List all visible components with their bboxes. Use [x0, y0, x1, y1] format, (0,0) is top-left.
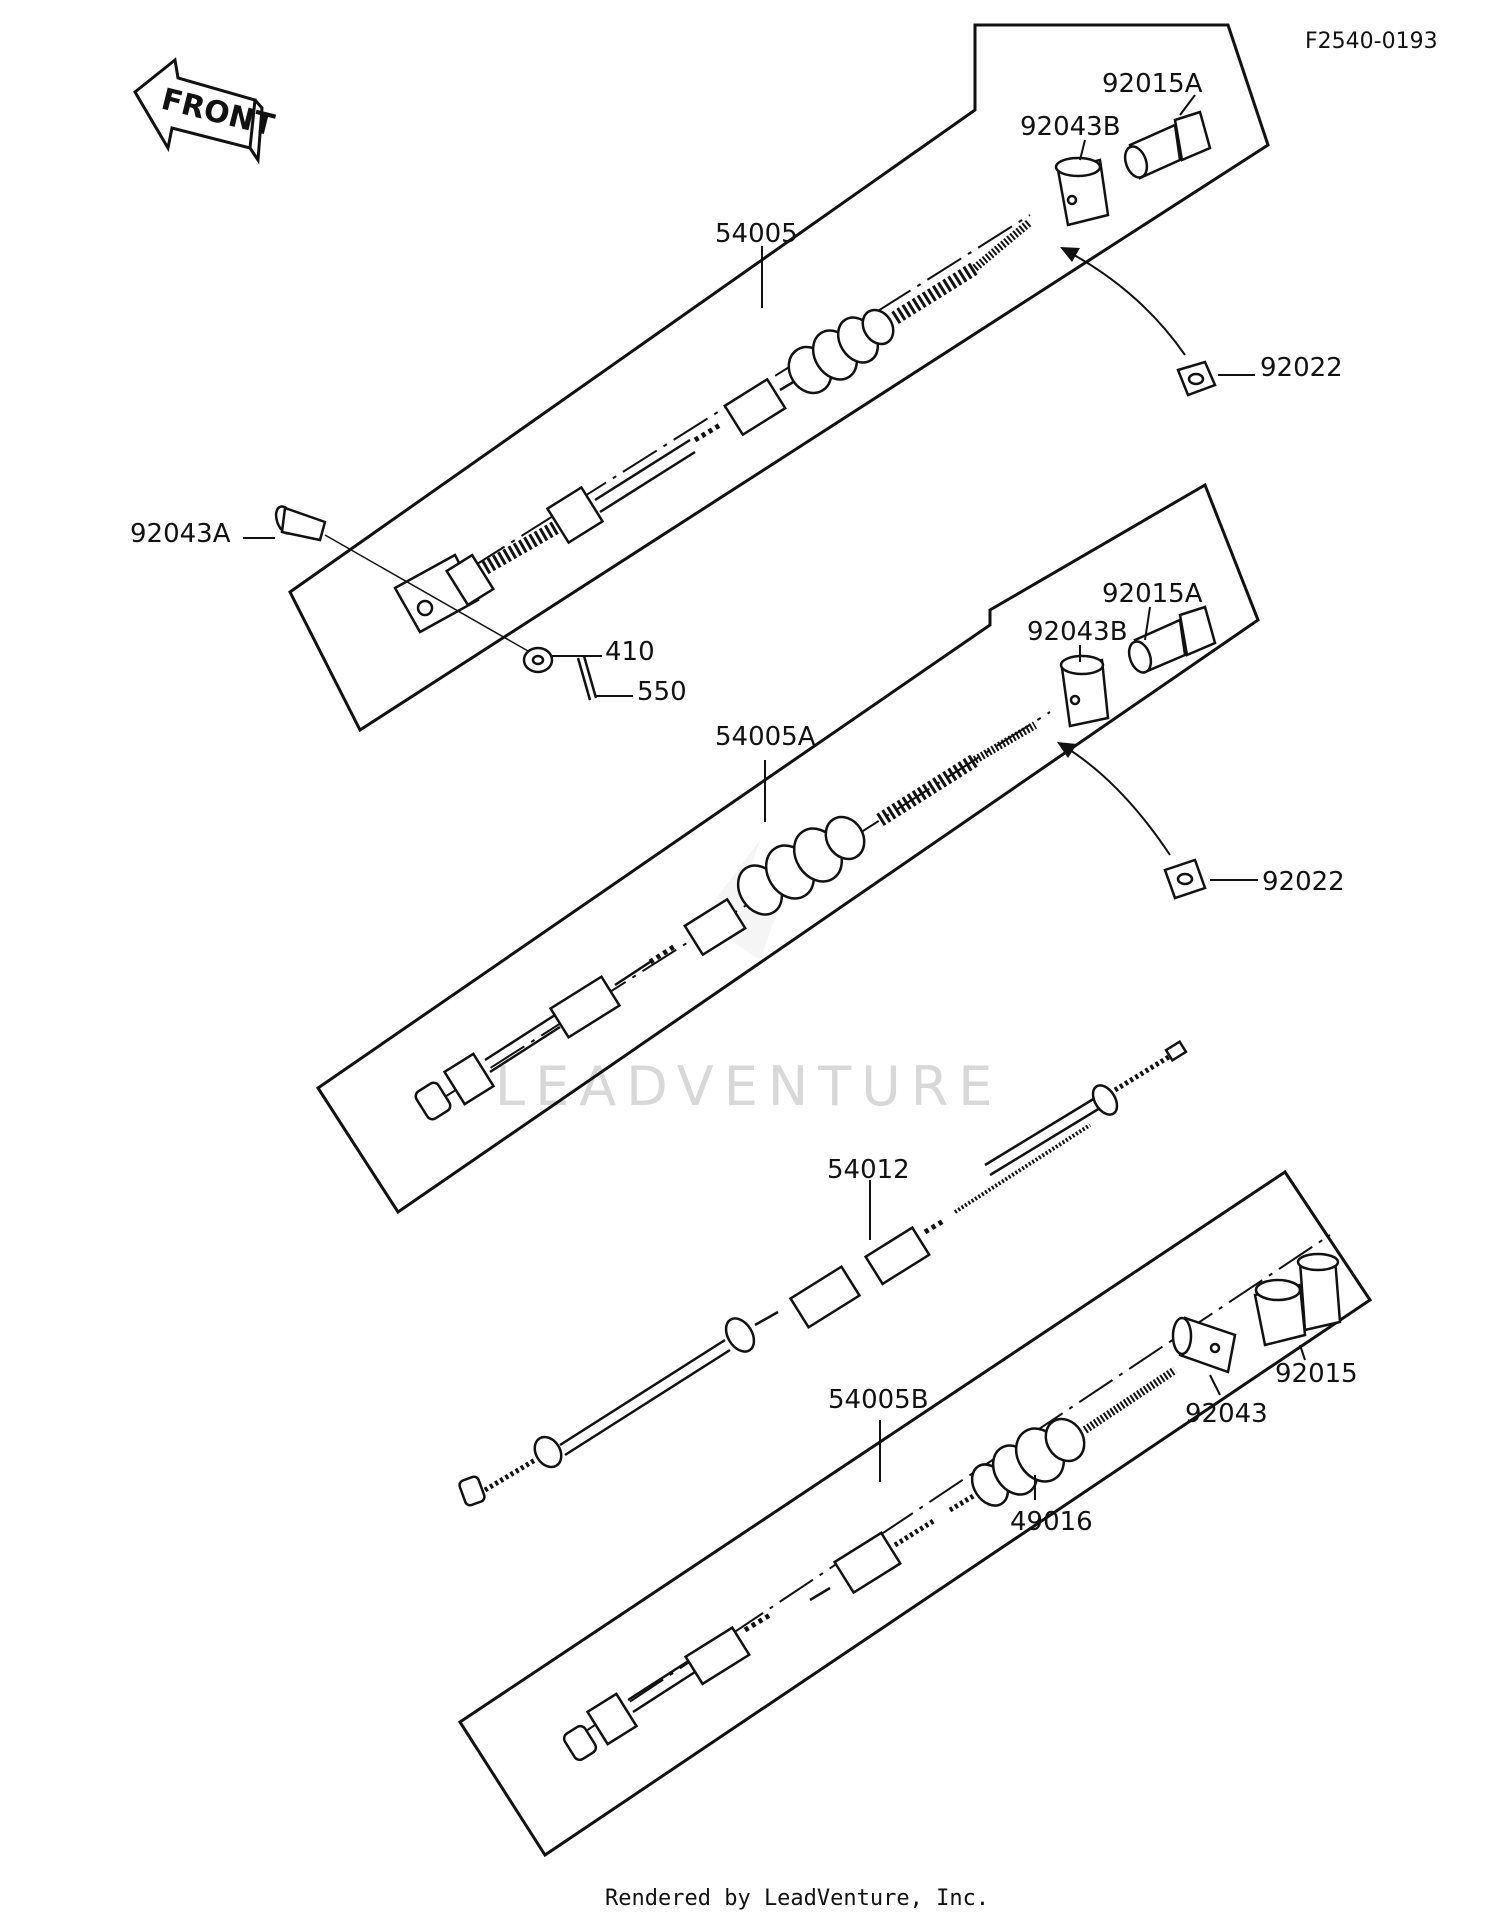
cotter-pin-550 — [576, 655, 598, 701]
callout-92043: 92043 — [1185, 1399, 1268, 1429]
nut-92043b-mid — [1059, 654, 1110, 728]
pin-92043a — [274, 505, 327, 542]
callout-92015a-mid: 92015A — [1102, 579, 1203, 609]
panel-54005 — [288, 23, 1270, 733]
callout-92043b-top: 92043B — [1020, 112, 1121, 142]
callout-410: 410 — [605, 637, 655, 667]
bolt-92015a-top — [1123, 110, 1212, 180]
callout-92043a: 92043A — [130, 519, 231, 549]
callout-92015a-top: 92015A — [1102, 69, 1203, 99]
callout-54005a: 54005A — [715, 722, 816, 752]
callout-92022-mid: 92022 — [1262, 867, 1345, 897]
boot-54005 — [787, 308, 895, 395]
watermark-text: LEADVENTURE — [495, 1055, 1002, 1118]
nut-92043 — [1171, 1316, 1237, 1374]
callout-54005: 54005 — [715, 219, 798, 249]
cable-54012 — [458, 1039, 1188, 1507]
footer-credit: Rendered by LeadVenture, Inc. — [605, 1886, 989, 1911]
cable-54005a — [414, 721, 1038, 1121]
adjuster-92015 — [1253, 1252, 1342, 1347]
cable-54005 — [393, 218, 1033, 634]
figure-code: F2540-0193 — [1305, 29, 1438, 54]
nut-92043b-top — [1054, 156, 1110, 227]
callout-92043b-mid: 92043B — [1027, 617, 1128, 647]
cable-54005b — [562, 1366, 1178, 1762]
callout-54012: 54012 — [827, 1155, 910, 1185]
panel-54005a — [315, 482, 1260, 1215]
boot-54005a — [736, 815, 866, 916]
washer-92022-top — [1176, 360, 1217, 397]
washer-410 — [522, 646, 554, 674]
callout-550: 550 — [637, 677, 687, 707]
boot-49016 — [970, 1417, 1086, 1507]
washer-92022-mid — [1163, 858, 1207, 900]
callout-92015: 92015 — [1275, 1359, 1358, 1389]
callout-49016: 49016 — [1010, 1507, 1093, 1537]
callout-54005b: 54005B — [828, 1385, 929, 1415]
front-arrow-icon: FRONT — [133, 57, 278, 165]
callout-92022-top: 92022 — [1260, 353, 1343, 383]
panel-54005b — [457, 1169, 1373, 1858]
bolt-92015a-mid — [1127, 605, 1217, 674]
